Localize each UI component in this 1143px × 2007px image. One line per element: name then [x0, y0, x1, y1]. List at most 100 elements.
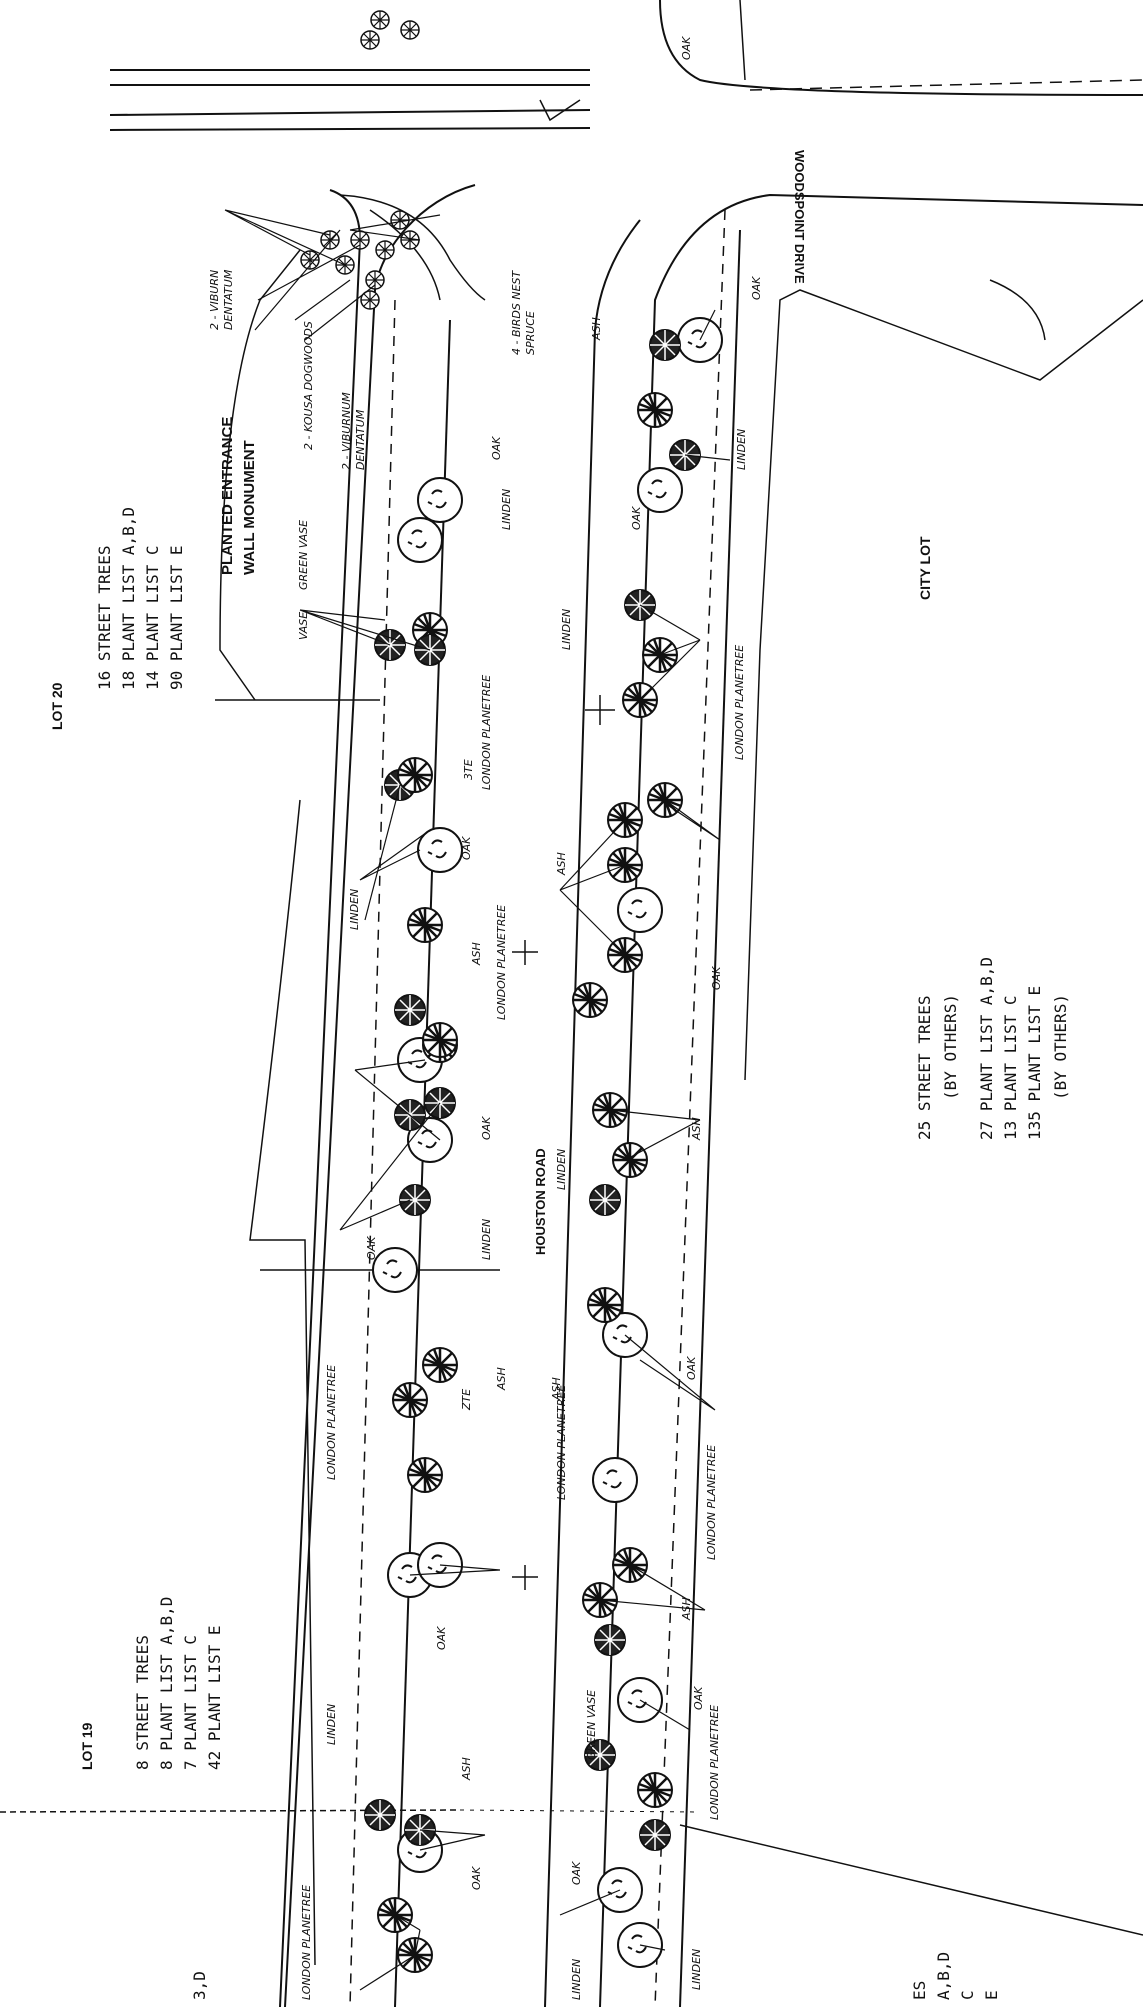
oak-label: OAK — [470, 1866, 483, 1890]
top-shrub — [370, 10, 390, 30]
city-lot-line-1: 25 STREET TREES — [915, 996, 934, 1141]
oak-tree-symbol — [417, 477, 463, 523]
partial-right-line-3: C — [958, 1990, 977, 2000]
te-number-label: 3TE — [462, 759, 475, 780]
lot20-line-4: 90 PLANT LIST E — [167, 546, 186, 691]
city-lot-line-3: 27 PLANT LIST A,B,D — [977, 957, 996, 1140]
lot19-line-4: 42 PLANT LIST E — [205, 1626, 224, 1771]
linden-label: LINDEN — [325, 1704, 338, 1745]
leader-lines — [224, 209, 731, 1991]
oak-label: OAK — [685, 1356, 698, 1380]
viburnum-mid-line-2: DENTATUM — [354, 409, 367, 470]
green-vase-label: GREEN VASE — [585, 1690, 598, 1760]
oak-label: OAK — [570, 1861, 583, 1885]
partial-right-line-1: ES — [910, 1981, 929, 2000]
partial-right-line-4: E — [982, 1990, 1001, 2000]
kousa-callout: 2 - KOUSA DOGWOODS — [302, 321, 315, 450]
ash-tree-symbol — [421, 1346, 459, 1384]
viburnum-top-line-1: 2 - VIBURN — [208, 270, 221, 330]
top-shrub — [360, 30, 380, 50]
city-lot-line-6: (BY OTHERS) — [1051, 994, 1070, 1100]
linden-tree-symbol — [394, 994, 426, 1026]
linden-tree-symbol — [649, 329, 681, 361]
species-labels: OAK OAK LINDEN OAK ASH LINDEN OAK LINDEN… — [297, 36, 763, 2000]
oak-label: OAK — [460, 836, 473, 860]
ash-label: ASH — [460, 1757, 473, 1781]
lot19-title: LOT 19 — [79, 1722, 95, 1770]
linden-tree-symbol — [364, 1799, 396, 1831]
viburnum-shrub — [375, 240, 395, 260]
lot19-line-1: 8 STREET TREES — [133, 1635, 152, 1770]
lot20-line-3: 14 PLANT LIST C — [143, 546, 162, 691]
linden-tree-symbol — [589, 1184, 621, 1216]
oak-tree-symbol — [637, 467, 683, 513]
linden-tree-symbol — [399, 1184, 431, 1216]
green-vase-label: GREEN VASE — [297, 520, 310, 590]
monument-label: PLANTED ENTRANCE WALL MONUMENT — [219, 417, 258, 575]
linden-label: LINDEN — [735, 429, 748, 470]
ash-tree-symbol — [611, 1141, 649, 1179]
spruce-shrub — [390, 210, 410, 230]
linden-label: LINDEN — [690, 1949, 703, 1990]
oak-trees — [372, 317, 723, 1968]
spruce-line-2: SPRUCE — [524, 311, 537, 355]
woodspoint-drive-label: WOODSPOINT DRIVE — [792, 150, 807, 284]
ash-tree-symbol — [636, 391, 674, 429]
oak-label: OAK — [750, 276, 763, 300]
ash-label: ASH — [590, 317, 603, 341]
lot20-line-2: 18 PLANT LIST A,B,D — [119, 507, 138, 690]
ash-label: ASH — [495, 1367, 508, 1391]
linden-tree-symbol — [594, 1624, 626, 1656]
viburnum-mid-line-1: 2 - VIBURNUM — [340, 392, 353, 470]
oak-tree-symbol — [372, 1247, 418, 1293]
ash-tree-symbol — [391, 1381, 429, 1419]
oak-label: OAK — [490, 436, 503, 460]
houston-road-label: HOUSTON ROAD — [533, 1148, 548, 1255]
oak-label: OAK — [710, 966, 723, 990]
planetree-symbol — [571, 981, 609, 1019]
lot19-line-3: 7 PLANT LIST C — [181, 1635, 200, 1770]
top-shrub — [400, 20, 420, 40]
planetree-label: LONDON PLANETREE — [300, 1885, 313, 2000]
oak-tree-symbol — [592, 1457, 638, 1503]
ash-tree-symbol — [636, 1771, 674, 1809]
oak-label: OAK — [680, 36, 693, 60]
linden-label: LINDEN — [560, 609, 573, 650]
planetree-label: LONDON PLANETREE — [495, 905, 508, 1020]
vase-label: VASE — [297, 612, 310, 640]
viburnum-top-callout: 2 - VIBURN DENTATUM — [208, 269, 235, 330]
te-number-label: ZTE — [460, 1389, 473, 1411]
linden-label: LINDEN — [500, 489, 513, 530]
lot20-line-1: 16 STREET TREES — [95, 546, 114, 691]
lot19-line-2: 8 PLANT LIST A,B,D — [157, 1597, 176, 1770]
viburnum-mid-callout: 2 - VIBURNUM DENTATUM — [340, 392, 367, 470]
viburnum-shrub — [300, 250, 320, 270]
lot19-schedule: LOT 19 8 STREET TREES 8 PLANT LIST A,B,D… — [79, 1597, 224, 1770]
oak-label: OAK — [435, 1626, 448, 1650]
planetree-label: LONDON PLANETREE — [705, 1445, 718, 1560]
oak-label: OAK — [692, 1686, 705, 1710]
city-lot-line-4: 13 PLANT LIST C — [1001, 996, 1020, 1141]
entrance-shrubs — [300, 10, 420, 310]
planetree-label: LONDON PLANETREE — [555, 1385, 568, 1500]
linden-label: LINDEN — [348, 889, 361, 930]
oak-tree-symbol — [397, 517, 443, 563]
lot20-title: LOT 20 — [49, 682, 65, 730]
partial-right-line-2: A,B,D — [934, 1952, 953, 2000]
partial-left-line: 3,D — [190, 1971, 209, 2000]
linden-label: LINDEN — [555, 1149, 568, 1190]
ash-label: ASH — [690, 1117, 703, 1141]
monument-label-line-1: PLANTED ENTRANCE — [219, 417, 236, 575]
linden-tree-symbol — [639, 1819, 671, 1851]
kousa-dogwood — [350, 230, 370, 250]
oak-label: OAK — [365, 1236, 378, 1260]
section-marks — [512, 695, 615, 1590]
planetree-label: LONDON PLANETREE — [733, 645, 746, 760]
ash-label: ASH — [470, 942, 483, 966]
oak-label: OAK — [630, 506, 643, 530]
monument-label-line-2: WALL MONUMENT — [241, 440, 258, 575]
planetree-symbol — [396, 756, 434, 794]
ash-label: ASH — [550, 1377, 563, 1401]
